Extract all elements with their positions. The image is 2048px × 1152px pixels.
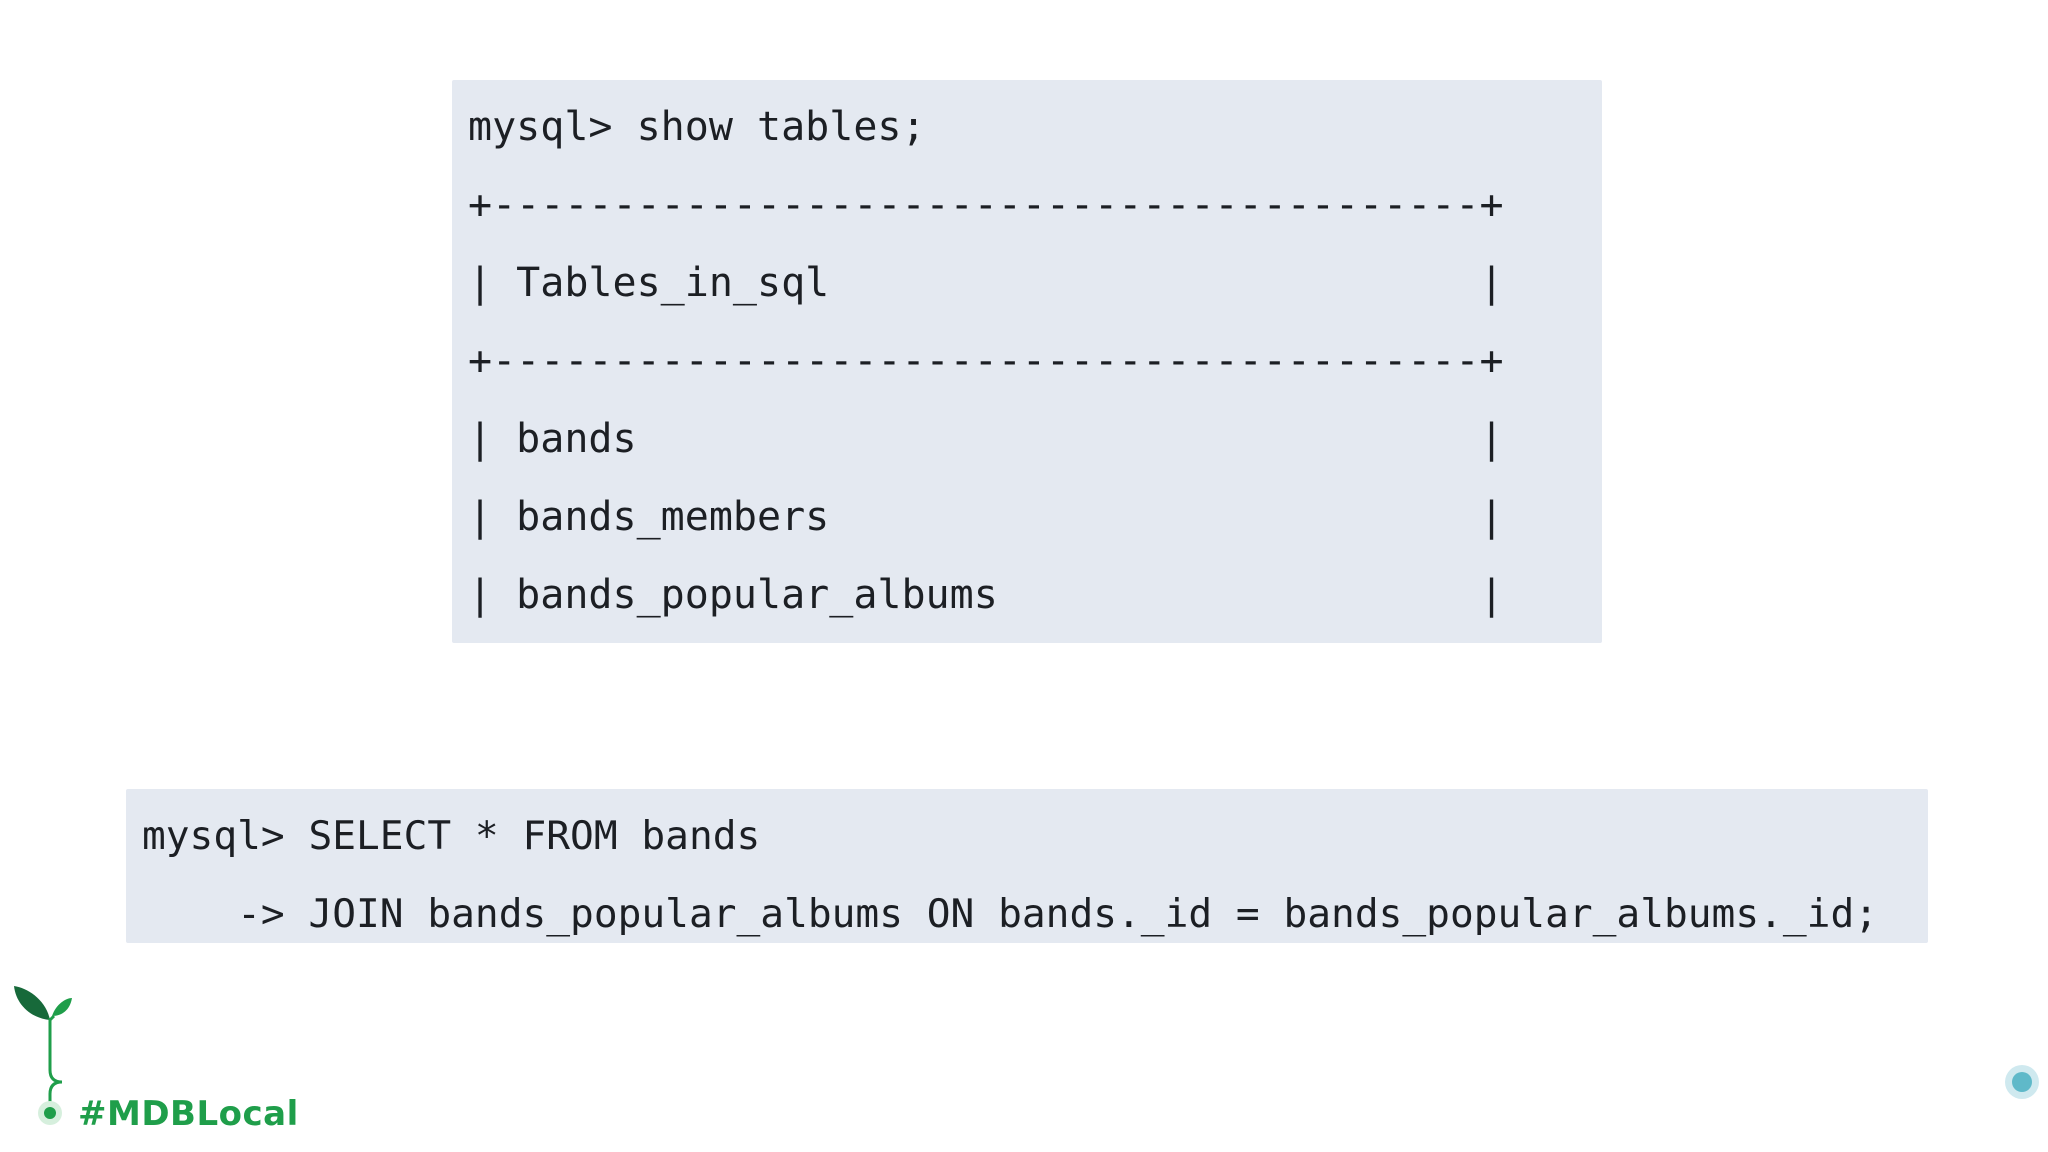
code-line: | bands_popular_albums | xyxy=(468,572,1504,618)
code-line: +---------------------------------------… xyxy=(468,182,1504,228)
code-line: | bands_members | xyxy=(468,494,1504,540)
code-line: -> JOIN bands_popular_albums ON bands._i… xyxy=(142,891,1879,937)
code-line: mysql> show tables; xyxy=(468,104,926,150)
sprout-icon xyxy=(14,986,72,1084)
event-hashtag: #MDBLocal xyxy=(78,1094,299,1134)
code-line: mysql> SELECT * FROM bands xyxy=(142,813,761,859)
code-line: +---------------------------------------… xyxy=(468,338,1504,384)
show-tables-code-block: mysql> show tables; +-------------------… xyxy=(452,80,1602,643)
timeline-start-dot-icon xyxy=(38,1101,62,1125)
code-line: | Tables_in_sql | xyxy=(468,260,1504,306)
footer-timeline xyxy=(14,986,2039,1125)
code-line: | bands | xyxy=(468,416,1504,462)
select-join-code-block: mysql> SELECT * FROM bands -> JOIN bands… xyxy=(126,789,1928,943)
timeline-end-dot-icon xyxy=(2005,1065,2039,1099)
